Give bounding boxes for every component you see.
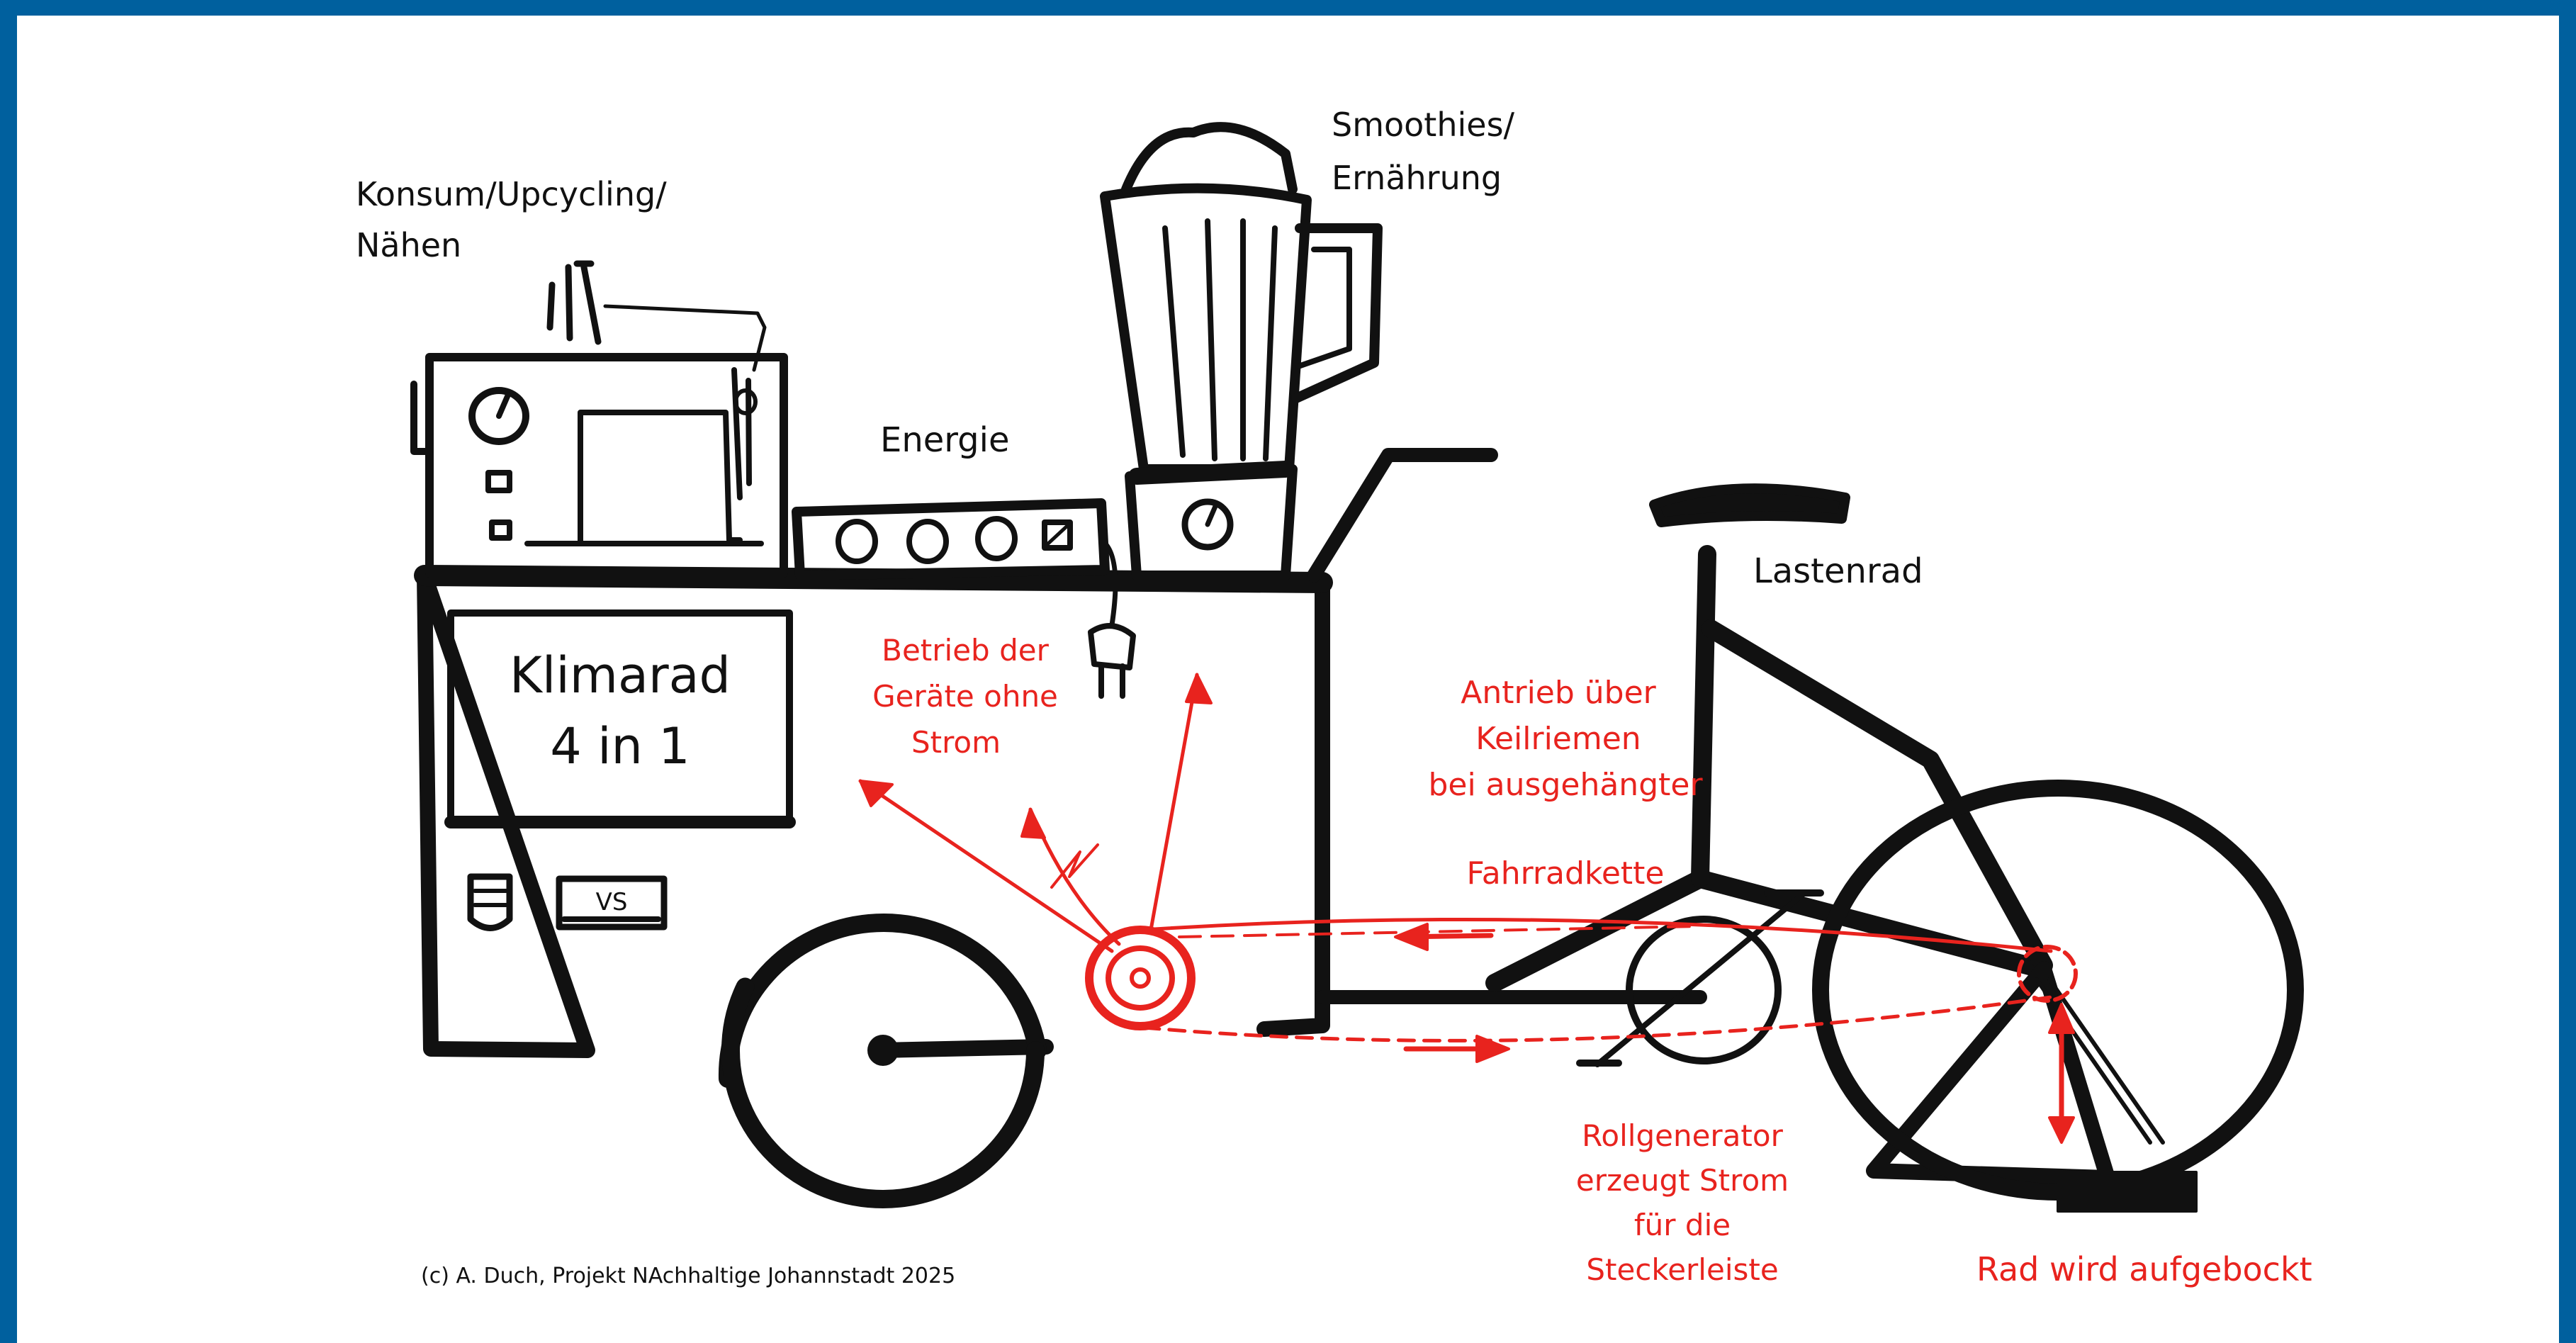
label-generator-line1: Rollgenerator [1582, 1118, 1783, 1153]
label-sewing-line2: Nähen [356, 226, 461, 264]
label-cargo-bike: Lastenrad [1753, 551, 1923, 591]
label-smoothie-line1: Smoothies/ [1332, 106, 1515, 144]
label-drive-line2: Keilriemen [1475, 721, 1641, 757]
label-energy: Energie [880, 420, 1010, 460]
sign-title-line1: Klimarad [510, 646, 731, 704]
label-drive-line3: bei ausgehängter [1428, 767, 1703, 803]
sign-title-line2: 4 in 1 [550, 717, 690, 775]
energy-arrows [860, 675, 1211, 951]
drawing-canvas: Konsum/Upcycling/ Nähen Smoothies/ Ernäh… [17, 16, 2559, 1343]
klimarad-diagram: Konsum/Upcycling/ Nähen Smoothies/ Ernäh… [17, 16, 2559, 1343]
logo-shield [471, 877, 510, 928]
logo-vs-text: VS [596, 888, 628, 916]
label-device-operation-line2: Geräte ohne [872, 679, 1058, 714]
label-generator-line4: Steckerleiste [1586, 1252, 1778, 1287]
label-device-operation-line3: Strom [911, 725, 1001, 760]
label-generator-line3: für die [1634, 1208, 1731, 1242]
label-drive-line1: Antrieb über [1461, 675, 1656, 711]
bike-frame [1314, 455, 2108, 1178]
front-wheel-hub [867, 1035, 899, 1066]
label-chain: Fahrradkette [1467, 855, 1665, 892]
stand-block [2058, 1172, 2196, 1211]
label-generator-line2: erzeugt Strom [1576, 1163, 1789, 1198]
label-smoothie-line2: Ernährung [1332, 159, 1502, 197]
label-sewing-line1: Konsum/Upcycling/ [356, 175, 667, 213]
copyright-text: (c) A. Duch, Projekt NAchhaltige Johanns… [421, 1264, 955, 1288]
label-device-operation-line1: Betrieb der [882, 633, 1049, 668]
label-stand: Rad wird aufgebockt [1976, 1250, 2312, 1288]
sewing-machine [414, 264, 784, 573]
